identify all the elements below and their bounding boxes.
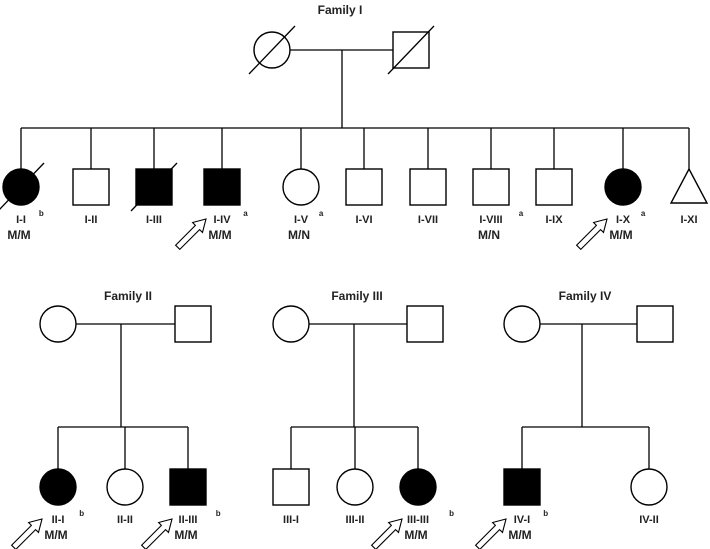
genotype-label: M/M bbox=[208, 228, 231, 242]
individual-iv-i: IV-I bM/M bbox=[474, 427, 548, 549]
proband-arrow-icon bbox=[174, 218, 207, 251]
family-title: Family III bbox=[331, 289, 382, 303]
proband-arrow-icon bbox=[575, 218, 608, 251]
individual-i-iv: I-IV aM/M bbox=[174, 128, 248, 251]
symbol-deceased-slash bbox=[130, 162, 178, 212]
parent-1-circle bbox=[39, 305, 77, 343]
parent-2-square bbox=[406, 305, 444, 343]
individual-label: II-I bbox=[52, 514, 65, 526]
individual-label: IV-II bbox=[639, 514, 659, 526]
individual-label: III-III bbox=[407, 514, 429, 526]
individual-ii-ii: II-II bbox=[106, 427, 144, 526]
symbol-square bbox=[169, 468, 207, 506]
parent-2-deceased-slash bbox=[387, 25, 435, 75]
genotype-label: M/N bbox=[478, 228, 500, 242]
parent-1-deceased-slash bbox=[248, 25, 296, 75]
symbol-square bbox=[503, 468, 541, 506]
footnote-marker: a bbox=[641, 209, 646, 218]
individual-label: I-VIII bbox=[479, 214, 502, 226]
genotype-label: M/M bbox=[508, 528, 531, 542]
family-2: Family II II-I bM/M II-II II-III bM/M bbox=[10, 289, 221, 549]
footnote-marker: a bbox=[243, 209, 248, 218]
symbol-circle bbox=[399, 468, 437, 506]
individual-label: III-II bbox=[346, 514, 365, 526]
parent-2-square bbox=[636, 305, 674, 343]
individual-i-ix: I-IX bbox=[535, 128, 573, 226]
individual-label: II-III bbox=[179, 514, 198, 526]
genotype-label: M/M bbox=[609, 228, 632, 242]
symbol-circle bbox=[336, 468, 374, 506]
genotype-label: M/M bbox=[7, 228, 30, 242]
family-3: Family III III-I III-II III-III bM/M bbox=[272, 289, 454, 549]
family-title: Family IV bbox=[559, 289, 612, 303]
footnote-marker: b bbox=[449, 509, 454, 518]
individual-label: I-V bbox=[294, 214, 309, 226]
individual-ii-i: II-I bM/M bbox=[10, 427, 84, 549]
family-title: Family I bbox=[318, 3, 363, 17]
individual-label: I-I bbox=[16, 214, 26, 226]
genotype-label: M/M bbox=[174, 528, 197, 542]
symbol-square bbox=[72, 168, 110, 206]
footnote-marker: b bbox=[216, 509, 221, 518]
footnote-marker: b bbox=[79, 509, 84, 518]
individual-label: III-I bbox=[283, 514, 299, 526]
symbol-square bbox=[472, 168, 510, 206]
parent-2-square bbox=[174, 305, 212, 343]
individual-i-vi: I-VI bbox=[345, 128, 383, 226]
symbol-square bbox=[203, 168, 241, 206]
individual-label: I-X bbox=[616, 214, 631, 226]
proband-arrow-icon bbox=[140, 518, 173, 549]
individual-i-vii: I-VII bbox=[409, 128, 447, 226]
individual-label: I-II bbox=[85, 214, 98, 226]
individual-i-xi: I-XI bbox=[669, 128, 709, 226]
symbol-square bbox=[409, 168, 447, 206]
symbol-square bbox=[535, 168, 573, 206]
individual-iii-i: III-I bbox=[272, 427, 310, 526]
symbol-deceased-slash bbox=[0, 162, 45, 210]
footnote-marker: b bbox=[543, 509, 548, 518]
symbol-circle bbox=[604, 168, 642, 206]
symbol-circle bbox=[630, 468, 668, 506]
proband-arrow-icon bbox=[10, 518, 43, 549]
parent-1-circle bbox=[272, 305, 310, 343]
genotype-label: M/M bbox=[44, 528, 67, 542]
parent-1-circle bbox=[503, 305, 541, 343]
individual-iv-ii: IV-II bbox=[630, 427, 668, 526]
proband-arrow-icon bbox=[370, 518, 403, 549]
family-4: Family IV IV-I bM/M IV-II bbox=[474, 289, 674, 549]
individual-label: II-II bbox=[117, 514, 133, 526]
genotype-label: M/M bbox=[404, 528, 427, 542]
symbol-circle bbox=[39, 468, 77, 506]
individual-label: I-XI bbox=[680, 214, 697, 226]
individual-label: I-IV bbox=[213, 214, 231, 226]
footnote-marker: a bbox=[519, 209, 524, 218]
individual-i-viii: I-VIII aM/N bbox=[472, 128, 524, 242]
family-title: Family II bbox=[104, 289, 152, 303]
individual-label: I-VI bbox=[355, 214, 372, 226]
individual-iii-ii: III-II bbox=[336, 427, 374, 526]
individual-label: IV-I bbox=[514, 514, 531, 526]
proband-arrow-icon bbox=[474, 518, 507, 549]
individual-label: I-III bbox=[146, 214, 162, 226]
symbol-triangle bbox=[669, 167, 709, 204]
footnote-marker: a bbox=[319, 209, 324, 218]
individual-label: I-IX bbox=[545, 214, 563, 226]
individual-i-x: I-X aM/M bbox=[575, 128, 646, 251]
symbol-circle bbox=[282, 168, 320, 206]
genotype-label: M/N bbox=[288, 228, 310, 242]
footnote-marker: b bbox=[39, 209, 44, 218]
symbol-circle bbox=[106, 468, 144, 506]
individual-i-i: I-I bM/M bbox=[0, 128, 45, 242]
individual-i-v: I-V aM/N bbox=[282, 128, 324, 242]
individual-iii-iii: III-III bM/M bbox=[370, 427, 454, 549]
symbol-square bbox=[272, 468, 310, 506]
symbol-square bbox=[345, 168, 383, 206]
individual-i-ii: I-II bbox=[72, 128, 110, 226]
individual-label: I-VII bbox=[418, 214, 438, 226]
individual-i-iii: I-III bbox=[130, 128, 178, 226]
individual-ii-iii: II-III bM/M bbox=[140, 427, 221, 549]
